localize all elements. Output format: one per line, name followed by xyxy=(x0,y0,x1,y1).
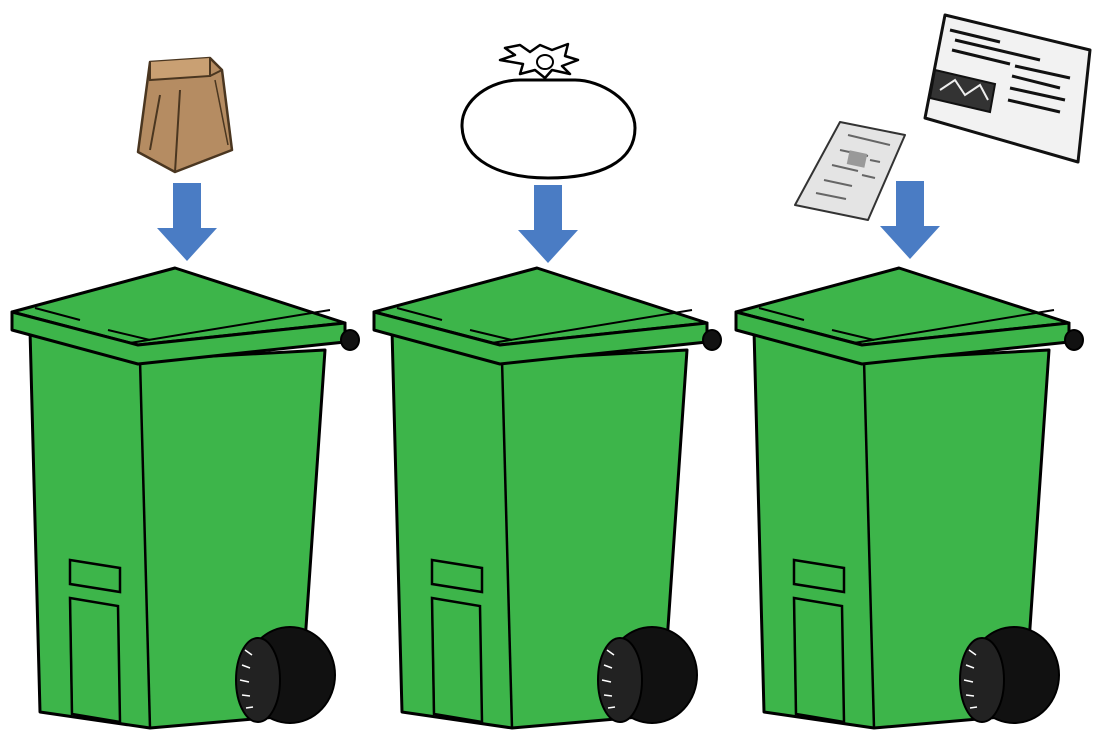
down-arrow-icon xyxy=(157,183,217,261)
paper-bag-icon xyxy=(138,58,232,172)
trash-bag-icon xyxy=(462,44,635,178)
bin-3 xyxy=(736,15,1090,728)
bin-body xyxy=(12,268,359,728)
bin-1 xyxy=(12,58,359,728)
bin-body xyxy=(374,268,721,728)
bin-body xyxy=(736,268,1083,728)
newspaper-icon xyxy=(795,15,1090,220)
down-arrow-icon xyxy=(880,181,940,259)
bin-2 xyxy=(374,44,721,728)
down-arrow-icon xyxy=(518,185,578,263)
